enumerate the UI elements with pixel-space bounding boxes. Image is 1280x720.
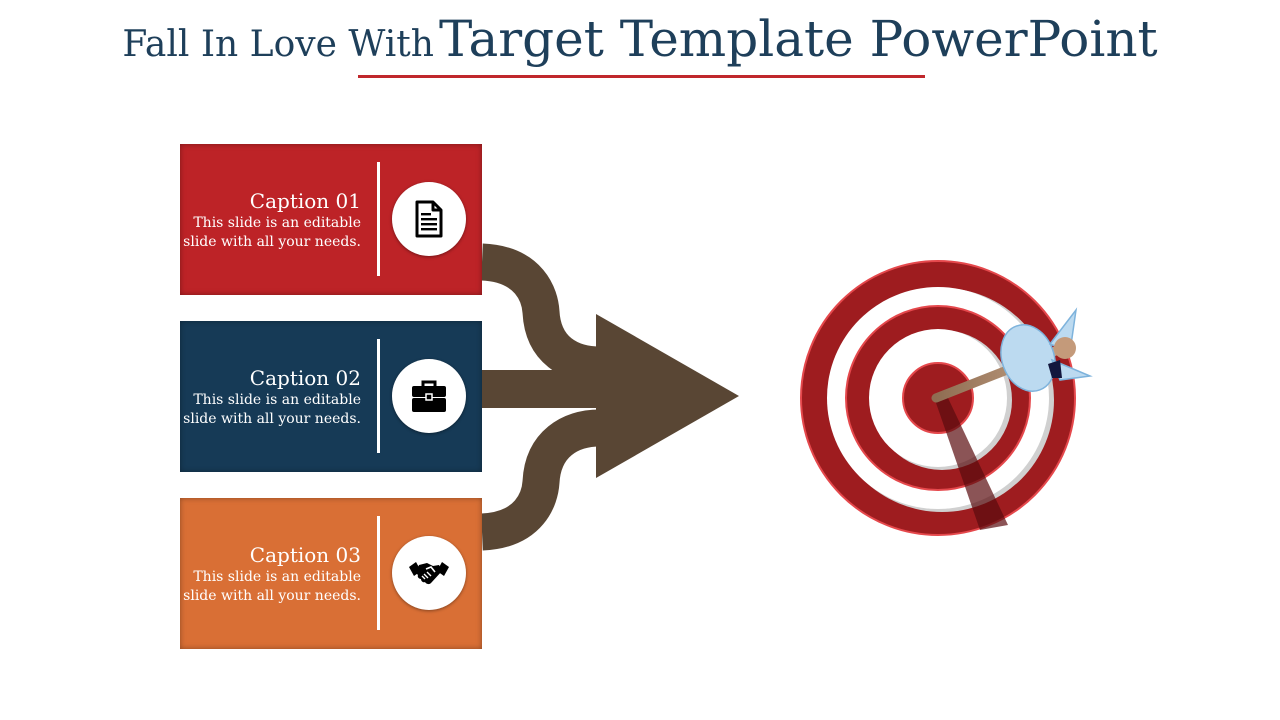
caption-text-2: Caption 02 This slide is an editable sli… — [183, 365, 361, 429]
card-divider — [377, 516, 380, 630]
target-dartboard — [800, 260, 1093, 536]
caption-card-3: Caption 03 This slide is an editable sli… — [180, 498, 482, 649]
caption-desc-2b: slide with all your needs. — [183, 411, 361, 427]
briefcase-icon — [412, 380, 446, 412]
arrow-branch-bottom — [480, 409, 601, 551]
icon-circle — [392, 536, 466, 610]
handshake-icon — [409, 562, 449, 585]
caption-card-2: Caption 02 This slide is an editable sli… — [180, 321, 482, 472]
caption-desc-3b: slide with all your needs. — [183, 588, 361, 604]
title-prefix: Fall In Love With — [122, 24, 434, 65]
card-divider — [377, 339, 380, 453]
caption-text-3: Caption 03 This slide is an editable sli… — [183, 542, 361, 606]
dart — [931, 307, 1093, 403]
slide-title: Fall In Love With Target Template PowerP… — [0, 10, 1280, 68]
caption-title-1: Caption 01 — [249, 189, 361, 213]
arrow-branch-top — [480, 243, 601, 384]
caption-card-1: Caption 01 This slide is an editable sli… — [180, 144, 482, 295]
title-underline — [358, 75, 925, 78]
caption-desc-2a: This slide is an editable — [193, 392, 361, 408]
arrow-head — [596, 314, 739, 478]
caption-desc-1a: This slide is an editable — [193, 215, 361, 231]
arrow-shaft — [482, 370, 602, 408]
document-icon — [415, 200, 443, 238]
caption-desc-1b: slide with all your needs. — [183, 234, 361, 250]
caption-title-2: Caption 02 — [249, 366, 361, 390]
title-main: Target Template PowerPoint — [438, 10, 1158, 68]
dart-shadow — [935, 398, 1008, 530]
card-divider — [377, 162, 380, 276]
icon-circle — [392, 359, 466, 433]
caption-desc-3a: This slide is an editable — [193, 569, 361, 585]
caption-title-3: Caption 03 — [249, 543, 361, 567]
caption-text-1: Caption 01 This slide is an editable sli… — [183, 188, 361, 252]
icon-circle — [392, 182, 466, 256]
